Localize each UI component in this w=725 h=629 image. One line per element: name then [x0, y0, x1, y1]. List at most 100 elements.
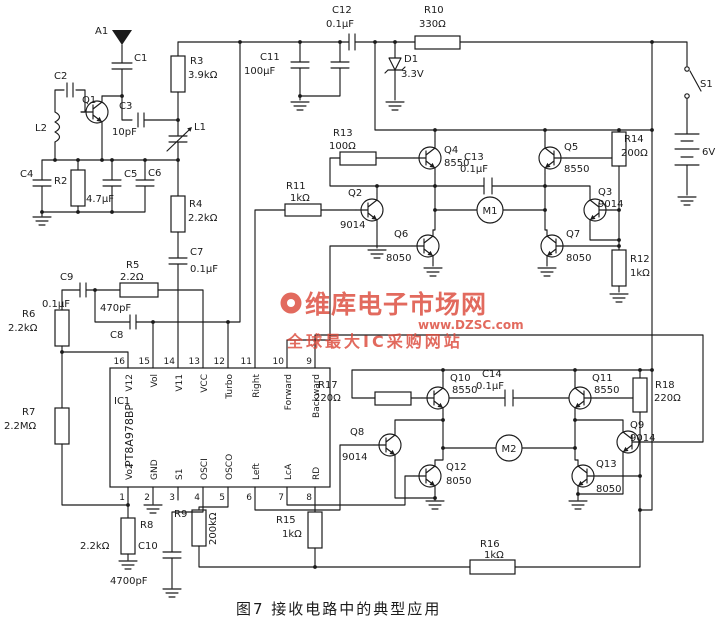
label-q12: Q12	[446, 462, 467, 473]
label-r13-val: 100Ω	[329, 141, 356, 152]
label-c8-val: 470pF	[100, 303, 131, 314]
label-c14-val: 0.1μF	[476, 381, 504, 392]
label-c2: C2	[54, 71, 67, 82]
ground-icon	[609, 293, 629, 303]
label-c12: C12	[332, 5, 352, 16]
figure-caption: 图7 接收电路中的典型应用	[236, 600, 441, 618]
pin-num: 13	[189, 357, 200, 367]
pin-num: 3	[169, 493, 175, 503]
label-d1-val: 3.3V	[401, 69, 424, 80]
label-d1: D1	[404, 54, 418, 65]
label-q10: Q10	[450, 373, 471, 384]
pin-num: 2	[144, 493, 150, 503]
watermark-brand: 维库电子市场网	[305, 290, 487, 319]
pin-label: LcA	[284, 463, 294, 480]
label-c4: C4	[20, 169, 33, 180]
label-r5-val: 2.2Ω	[120, 272, 144, 283]
pin-num: 5	[219, 493, 225, 503]
motor-m2	[495, 434, 523, 462]
pin-num: 15	[139, 357, 150, 367]
label-m1: M1	[483, 206, 498, 217]
label-r6: R6	[22, 309, 35, 320]
label-r14: R14	[624, 134, 644, 145]
label-q2-val: 9014	[340, 220, 365, 231]
label-q7: Q7	[566, 229, 580, 240]
label-q4-val: 8550	[444, 158, 469, 169]
ground-icon	[677, 196, 697, 206]
pin-label: Right	[252, 374, 262, 398]
label-q11: Q11	[592, 373, 613, 384]
driver1-section: R13 100Ω R11 1kΩ C13 0.1μF Q4 8550 Q5 85…	[284, 128, 654, 303]
pin-label: OSCI	[200, 458, 210, 480]
label-c13: C13	[464, 152, 484, 163]
pin-num: 6	[246, 493, 252, 503]
resistor-r9	[191, 509, 207, 547]
transistor-q12	[413, 459, 442, 493]
watermark-tagline: 全球最大IC采购网站	[286, 332, 463, 351]
label-q5-val: 8550	[564, 164, 589, 175]
label-c1: C1	[134, 53, 147, 64]
label-c13-val: 0.1μF	[460, 164, 488, 175]
pin-label: VCC	[200, 374, 210, 393]
transistor-q10	[421, 381, 450, 415]
ground-icon	[162, 588, 182, 598]
label-q9: Q9	[630, 420, 644, 431]
pin-label: Turbo	[225, 374, 235, 400]
label-c7-val: 0.1μF	[190, 264, 218, 275]
power-section: C12 0.1μF R10 330Ω C11 100μF D1 3.3V S1 …	[177, 5, 715, 511]
label-q8: Q8	[350, 427, 364, 438]
switch-contact	[684, 66, 690, 72]
label-q6: Q6	[394, 229, 408, 240]
pin-num: 10	[273, 357, 285, 367]
transistor-q5	[538, 141, 567, 175]
pin-label: OSCO	[225, 454, 235, 480]
label-r3-val: 3.9kΩ	[188, 70, 218, 81]
label-q6-val: 8050	[386, 253, 411, 264]
label-r2: R2	[54, 176, 67, 187]
pin-label: Left	[252, 463, 262, 480]
transistor-q4	[413, 141, 442, 175]
resistor-r16	[469, 559, 516, 575]
resistor-r10	[414, 35, 461, 50]
ground-icon	[143, 504, 163, 514]
watermark-url: www.DZSC.com	[418, 318, 524, 332]
ground-icon	[423, 267, 443, 277]
ground-icon	[425, 500, 445, 510]
label-q11-val: 8550	[594, 385, 619, 396]
label-s1: S1	[700, 79, 713, 90]
label-r14-val: 200Ω	[621, 148, 648, 159]
bias-section: C9 0.1μF R5 2.2Ω 470pF C8 R6 2.2kΩ R7 2.…	[4, 41, 641, 598]
label-r8: R8	[140, 520, 153, 531]
label-r9-val: 200kΩ	[208, 512, 219, 545]
resistor-r12	[611, 249, 627, 287]
ground-icon	[537, 267, 557, 277]
label-c9-val: 0.1μF	[42, 299, 70, 310]
label-q9-val: 9014	[630, 433, 655, 444]
label-q3-val: 9014	[598, 199, 623, 210]
resistor-r17	[374, 391, 412, 406]
label-r10: R10	[424, 5, 444, 16]
motor-m1	[476, 196, 504, 224]
label-c8: C8	[110, 330, 123, 341]
label-r11-val: 1kΩ	[290, 193, 310, 204]
label-r15: R15	[276, 515, 296, 526]
label-r17: R17	[318, 380, 338, 391]
pin-num: 14	[164, 357, 176, 367]
label-q7-val: 8050	[566, 253, 591, 264]
pin-num: 1	[119, 493, 125, 503]
resistor-r14	[611, 131, 627, 167]
watermark: 维库电子市场网 www.DZSC.com 全球最大IC采购网站	[280, 290, 524, 351]
label-c10: C10	[138, 541, 158, 552]
antenna-icon	[112, 30, 132, 45]
label-c7: C7	[190, 247, 203, 258]
label-a1: A1	[95, 26, 108, 37]
label-m2: M2	[502, 444, 517, 455]
pin-label: Vo2	[125, 463, 135, 480]
label-r7-val: 2.2MΩ	[4, 421, 37, 432]
ic-section: IC1 PT8A978BP 16 15 14 13 12 11 10 9 V12…	[109, 209, 704, 503]
ic-ref: IC1	[114, 396, 130, 407]
inductor-l2-icon	[54, 111, 61, 143]
label-q8-val: 9014	[342, 452, 367, 463]
